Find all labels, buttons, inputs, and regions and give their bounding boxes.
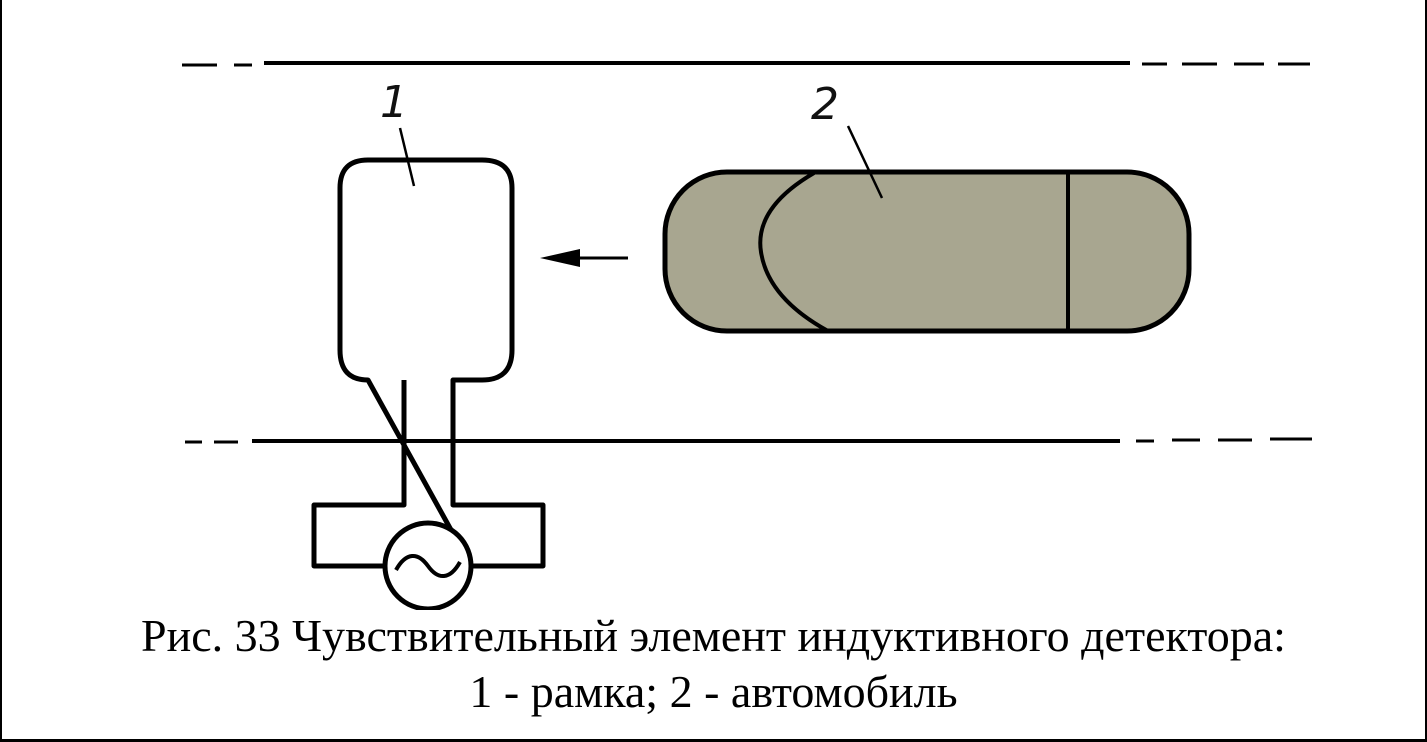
car-top-view (662, 169, 1192, 334)
frame-label: 1 (380, 77, 416, 187)
alternating-current-source-icon (382, 520, 474, 610)
car-label-number: 2 (811, 79, 839, 130)
left-arrow-icon (540, 249, 628, 267)
frame-label-number: 1 (380, 77, 408, 128)
inductive-detector-figure: 1 2 (182, 61, 1312, 610)
inductive-loop-frame (311, 157, 546, 569)
caption-line-1: Рис. 33 Чувствительный элемент индуктивн… (141, 610, 1286, 661)
figure-caption: Рис. 33 Чувствительный элемент индуктивн… (2, 608, 1425, 720)
caption-line-2: 1 - рамка; 2 - автомобиль (469, 666, 958, 717)
road-bottom-edge (185, 437, 1312, 444)
road-top-edge (182, 61, 1310, 67)
car-label: 2 (811, 79, 884, 199)
